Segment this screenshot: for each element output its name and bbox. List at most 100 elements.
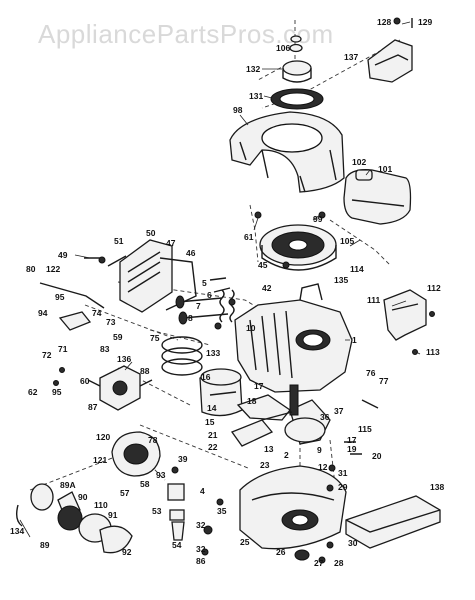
part-label: 23 [260, 460, 270, 470]
part-label: 26 [276, 547, 286, 557]
part-label: 115 [358, 424, 372, 434]
part-label: 36 [320, 412, 330, 422]
part-label: 99 [313, 214, 323, 224]
part-label: 30 [348, 538, 358, 548]
part-label: 113 [426, 347, 440, 357]
part-label: 75 [150, 333, 160, 343]
part-label: 50 [146, 228, 156, 238]
part-label: 136 [117, 354, 131, 364]
part-label: 105 [340, 236, 354, 246]
part-label: 120 [96, 432, 110, 442]
part-label: 16 [201, 372, 211, 382]
part-label: 59 [113, 332, 123, 342]
part-label: 61 [244, 232, 254, 242]
part-label: 133 [206, 348, 220, 358]
part-label: 106 [276, 43, 290, 53]
part-label: 60 [80, 376, 90, 386]
part-label: 129 [418, 17, 432, 27]
part-label: 132 [246, 64, 260, 74]
part-label: 111 [367, 295, 381, 305]
part-label: 92 [122, 547, 132, 557]
part-label: 47 [166, 238, 176, 248]
part-label: 25 [240, 537, 250, 547]
muffler-101 [343, 169, 412, 225]
part-label: 4 [200, 486, 205, 496]
part-label: 102 [352, 157, 366, 167]
part-label: 17 [347, 435, 357, 445]
part-label: 134 [10, 526, 24, 536]
part-label: 93 [156, 470, 166, 480]
part-labels: 128 129 106 132 137 131 98 102 101 99 61… [10, 17, 444, 568]
part-label: 7 [196, 301, 201, 311]
part-label: 77 [379, 376, 389, 386]
part-label: 138 [430, 482, 444, 492]
part-label: 90 [78, 492, 88, 502]
part-label: 80 [26, 264, 36, 274]
part-label: 89A [60, 480, 76, 490]
part-label: 6 [207, 290, 212, 300]
flywheel-135 [259, 224, 337, 271]
part-label: 95 [55, 292, 65, 302]
gasket-kit-138 [345, 495, 441, 549]
part-label: 98 [233, 105, 243, 115]
part-label: 58 [140, 479, 150, 489]
part-label: 29 [338, 482, 348, 492]
part-label: 74 [92, 308, 102, 318]
part-label: 5 [202, 278, 207, 288]
part-label: 89 [40, 540, 50, 550]
governor-linkage [39, 282, 105, 331]
part-label: 35 [217, 506, 227, 516]
part-label: 83 [100, 344, 110, 354]
part-label: 122 [46, 264, 60, 274]
nut-132 [282, 60, 312, 76]
starter-cup-137 [367, 39, 413, 83]
part-label: 73 [106, 317, 116, 327]
part-label: 121 [93, 455, 107, 465]
part-label: 87 [88, 402, 98, 412]
connecting-rod-17 [236, 394, 291, 421]
part-label: 45 [258, 260, 268, 270]
part-label: 27 [314, 558, 324, 568]
part-label: 88 [140, 366, 150, 376]
part-label: 128 [377, 17, 391, 27]
part-label: 12 [318, 462, 328, 472]
part-label: 95 [52, 387, 62, 397]
part-label: 9 [317, 445, 322, 455]
cylinder-block-1 [234, 283, 353, 393]
part-label: 114 [350, 264, 364, 274]
part-label: 32 [196, 544, 206, 554]
part-label: 101 [378, 164, 392, 174]
part-label: 91 [108, 510, 118, 520]
part-label: 8 [188, 313, 193, 323]
shroud-111 [383, 289, 427, 341]
part-label: 2 [284, 450, 289, 460]
part-label: 14 [207, 403, 217, 413]
part-label: 20 [372, 451, 382, 461]
piston-rings-75 [161, 336, 203, 376]
part-label: 37 [334, 406, 344, 416]
part-label: 39 [178, 454, 188, 464]
crankcase-base-2 [239, 465, 347, 561]
part-label: 94 [38, 308, 48, 318]
fuel-pump-parts [167, 483, 185, 541]
part-label: 32 [196, 520, 206, 530]
camshaft-21 [230, 411, 293, 447]
part-label: 57 [120, 488, 130, 498]
carburetor-136 [87, 365, 153, 411]
part-label: 15 [205, 417, 215, 427]
part-label: 22 [208, 442, 218, 452]
part-label: 18 [247, 396, 257, 406]
part-label: 28 [334, 558, 344, 568]
part-label: 71 [58, 344, 68, 354]
part-label: 131 [249, 91, 263, 101]
fuel-cap-assembly-89 [15, 483, 133, 554]
part-label: 13 [264, 444, 274, 454]
cap-screw-128 [393, 17, 401, 25]
part-label: 31 [338, 468, 348, 478]
air-cleaner-120 [111, 431, 161, 477]
blower-housing-98 [229, 111, 345, 193]
part-label: 137 [344, 52, 358, 62]
part-label: 62 [28, 387, 38, 397]
